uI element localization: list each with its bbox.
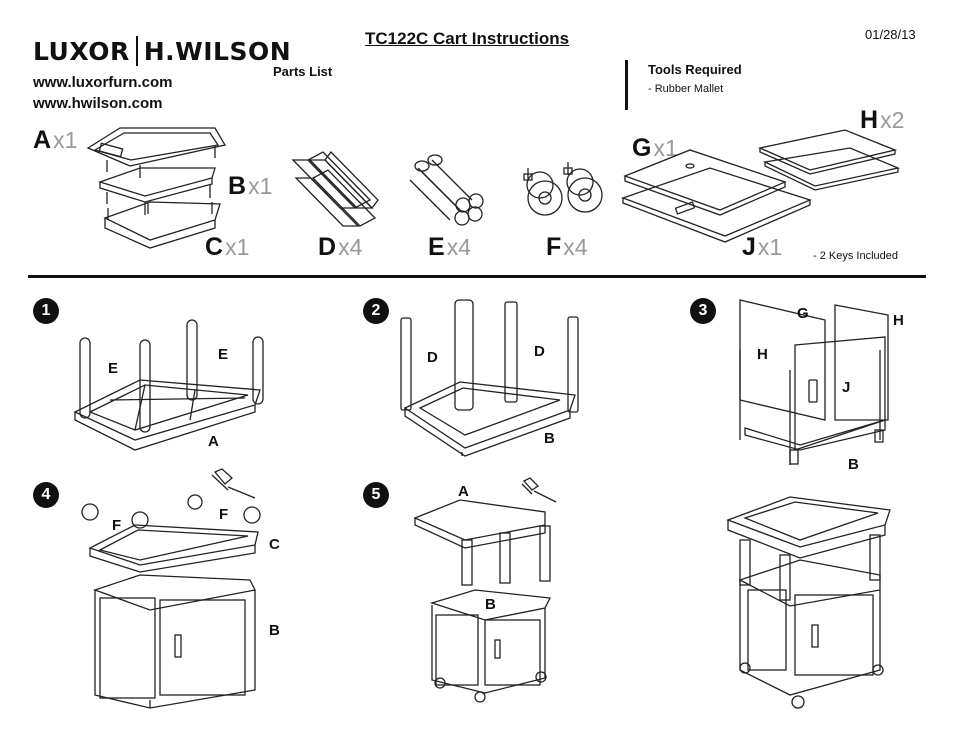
url-luxor[interactable]: www.luxorfurn.com [33,74,173,91]
step-4-label-b: B [269,622,280,639]
step-2-drawing [400,299,579,457]
step-4-label-f: F [219,506,229,523]
step-2-badge: 2 [363,298,389,324]
part-label-f: Fx4 [546,233,588,261]
part-e-drawing [409,154,484,226]
step-5-label-b: B [485,596,496,613]
step-3-badge: 3 [690,298,716,324]
step-1-label-e: E [108,360,119,377]
step-4-badge: 4 [33,482,59,508]
brand-logo: LUXOR H.WILSON [33,36,291,66]
part-f-drawing [523,162,603,216]
step-5-badge: 5 [363,482,389,508]
part-g-drawing [623,149,787,216]
step-2-label-d: D [534,343,545,360]
step-4-label-c: C [269,536,280,553]
part-j-drawing [621,167,812,243]
document-date: 01/28/13 [865,27,916,42]
step-1-label-e: E [218,346,229,363]
step-3-label-j: J [842,379,851,396]
step-3-label-h: H [893,312,904,329]
part-a-drawing [86,127,227,178]
part-label-e: Ex4 [428,233,471,261]
tools-divider [625,60,628,110]
part-label-c: Cx1 [205,233,250,261]
part-label-a: Ax1 [33,126,78,154]
part-b-drawing [97,167,216,215]
part-label-b: Bx1 [228,172,273,200]
tool-item: - Rubber Mallet [648,83,724,95]
step-2-label-d: D [427,349,438,366]
logo-hwilson: H.WILSON [143,36,292,66]
step-3-drawing [739,299,889,465]
part-label-g: Gx1 [632,134,678,162]
page-title: TC122C Cart Instructions [365,29,570,48]
url-hwilson[interactable]: www.hwilson.com [33,95,163,112]
step-1-drawing [73,319,264,451]
step-2-label-b: B [544,430,555,447]
keys-note: - 2 Keys Included [813,250,898,262]
part-label-j: Jx1 [742,233,783,261]
step-3-label-b: B [848,456,859,473]
part-label-h: Hx2 [860,106,905,134]
step-4-drawing [81,468,261,709]
step-3-label-g: G [797,305,809,322]
tools-heading: Tools Required [648,62,742,77]
step-5-drawing [413,477,557,703]
logo-divider [135,36,138,66]
section-divider [28,275,926,278]
step-1-label-a: A [208,433,219,450]
step-1-badge: 1 [33,298,59,324]
part-h-drawing [757,129,901,191]
part-label-d: Dx4 [318,233,363,261]
part-c-drawing [103,201,221,249]
parts-list-heading: Parts List [273,64,333,79]
step-4-label-f: F [112,517,122,534]
part-d-drawing [291,151,379,227]
step-3-label-h: H [757,346,768,363]
logo-luxor: LUXOR [33,36,130,66]
final-cart-drawing [726,496,891,709]
step-5-label-a: A [458,483,469,500]
